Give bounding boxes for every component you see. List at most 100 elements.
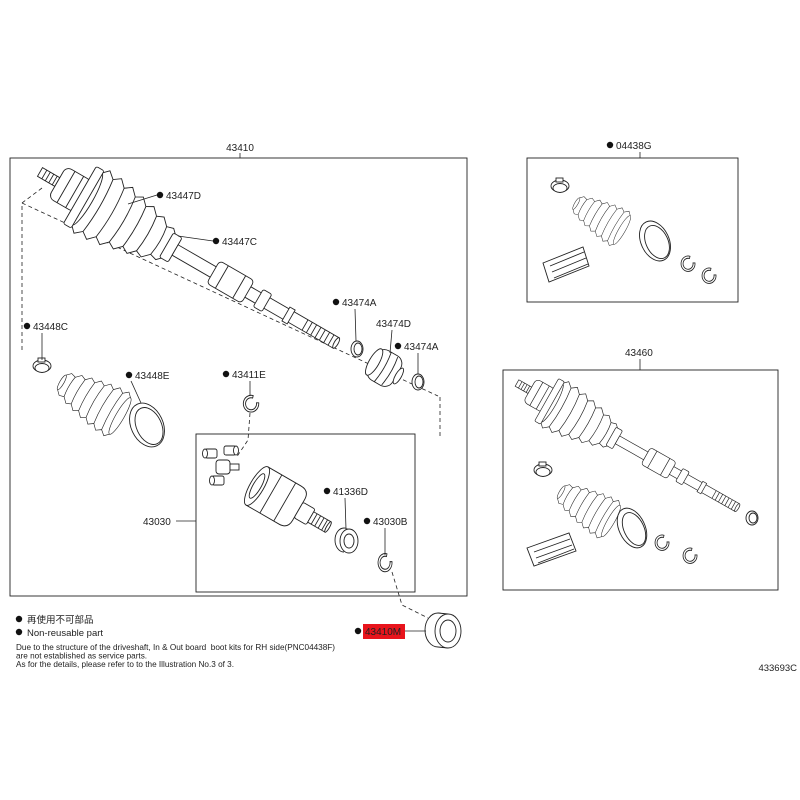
highlight-box <box>363 624 405 639</box>
grease-pack <box>526 532 577 567</box>
legend-label-en: Non-reusable part <box>27 628 103 639</box>
grease-pack <box>542 246 590 283</box>
callout-43474D[interactable]: 43474D <box>376 319 411 330</box>
inner-boot-clamp-drawing <box>411 373 425 391</box>
driveshaft-assembly-drawing <box>22 141 356 375</box>
tripod-joint-drawing <box>202 445 240 486</box>
callout-04438G[interactable]: 04438G <box>606 141 652 152</box>
tripod-spline <box>229 463 240 471</box>
part-number: 43474D <box>376 319 411 330</box>
assembly-label-main[interactable]: 43410 <box>226 143 254 154</box>
callout-43411E[interactable]: 43411E <box>222 370 266 381</box>
tripod-roller-cap <box>233 445 239 456</box>
clamp-tab <box>37 357 46 363</box>
clamp-ring-inner <box>353 342 363 356</box>
clamp-tab <box>555 177 564 183</box>
leader-line <box>389 329 393 354</box>
boot-band-drawing <box>616 507 648 549</box>
legend-bullet <box>15 628 23 636</box>
snap-ring-drawing <box>377 552 393 573</box>
boot-drawing <box>564 185 636 250</box>
part-number: 43410M <box>365 627 401 638</box>
callout-43410M-highlighted[interactable]: 43410M <box>354 624 405 639</box>
seal-bore <box>343 533 355 549</box>
non-reusable-bullet <box>363 517 371 525</box>
non-reusable-bullet <box>156 191 164 199</box>
callout-43447D[interactable]: 43447D <box>156 191 201 202</box>
assembly-labels: 43410 43030 43460 <box>143 143 653 528</box>
spline-end <box>324 521 332 533</box>
rh-driveshaft-drawing <box>504 360 759 567</box>
non-reusable-bullet <box>323 487 331 495</box>
note-line: are not established as service parts. <box>16 652 147 661</box>
bearing-bore <box>439 619 457 643</box>
ring-inner <box>748 512 758 524</box>
non-reusable-bullet <box>125 371 133 379</box>
part-number: 43474A <box>342 298 377 309</box>
inner-boot-clamp-drawing <box>350 340 364 358</box>
oil-seal-drawing <box>334 527 359 554</box>
leader-lines <box>41 152 641 632</box>
legend-bullet <box>15 615 23 623</box>
callout-43030B[interactable]: 43030B <box>363 517 408 528</box>
illustration-code: 433693C <box>758 663 797 674</box>
part-number: 43448C <box>33 322 68 333</box>
callout-41336D[interactable]: 41336D <box>323 487 368 498</box>
rh-driveshaft-assembly-drawing <box>504 360 752 532</box>
snap-ring-drawing <box>682 547 698 564</box>
leader-line <box>130 380 142 404</box>
inner-boot-drawing <box>365 348 405 387</box>
callout-43448C[interactable]: 43448C <box>23 322 68 333</box>
grease-pack-drawing <box>542 246 590 283</box>
clamp-tab <box>538 461 547 467</box>
non-reusable-bullet <box>394 342 402 350</box>
boot-clamp-drawing <box>550 177 570 193</box>
snap-ring-drawing <box>701 267 717 284</box>
spline-lines <box>310 513 328 531</box>
part-number: 43447D <box>166 191 201 202</box>
bearing-drawing <box>424 612 462 649</box>
part-number: 43030B <box>373 517 408 528</box>
alignment-lines <box>21 187 441 619</box>
tripod-hub <box>215 459 231 475</box>
leader-line <box>344 497 347 530</box>
frames <box>9 157 779 597</box>
clamp-ring-inner <box>34 363 50 373</box>
boot-drawing <box>548 472 626 542</box>
non-reusable-bullet <box>332 298 340 306</box>
non-reusable-bullet <box>212 237 220 245</box>
part-number: 43448E <box>135 371 170 382</box>
callout-43448E[interactable]: 43448E <box>125 371 170 382</box>
note-line: Due to the structure of the driveshaft, … <box>16 643 335 652</box>
band-inner <box>621 512 647 546</box>
grease-pack-drawing <box>526 532 577 567</box>
snap-ring-drawing <box>654 534 670 551</box>
frame-boot-kit <box>526 157 739 303</box>
assembly-label-rh-shaft[interactable]: 43460 <box>625 348 653 359</box>
band-inner <box>644 225 670 259</box>
callout-43447C[interactable]: 43447C <box>212 237 257 248</box>
non-reusable-bullet <box>606 141 614 149</box>
part-callouts: 43447D 43447C 43474A 43474D 43474A 43448… <box>23 141 652 639</box>
leader-line <box>354 308 357 342</box>
snap-ring-drawing <box>680 255 696 272</box>
part-number: 41336D <box>333 487 368 498</box>
legend-label-jp: 再使用不可部品 <box>27 614 94 626</box>
non-reusable-bullet <box>23 322 31 330</box>
clamp-ring-inner <box>414 375 424 389</box>
notes: Due to the structure of the driveshaft, … <box>16 643 335 669</box>
callout-43474A-upper[interactable]: 43474A <box>332 298 377 309</box>
boot-clamp-drawing <box>533 461 553 477</box>
part-number: 43411E <box>232 370 266 381</box>
housing-opening-inner <box>248 473 266 499</box>
boot-band-drawing <box>129 402 165 448</box>
assembly-label-inner-joint[interactable]: 43030 <box>143 517 171 528</box>
grease-pack-lines <box>549 251 589 279</box>
band-inner <box>134 407 164 445</box>
frame-driveshaft-assembly <box>9 157 468 597</box>
part-number: 04438G <box>616 141 652 152</box>
frame-inner-joint-assembly <box>195 433 416 593</box>
part-number: 43447C <box>222 237 257 248</box>
callout-43474A-lower[interactable]: 43474A <box>394 342 439 353</box>
